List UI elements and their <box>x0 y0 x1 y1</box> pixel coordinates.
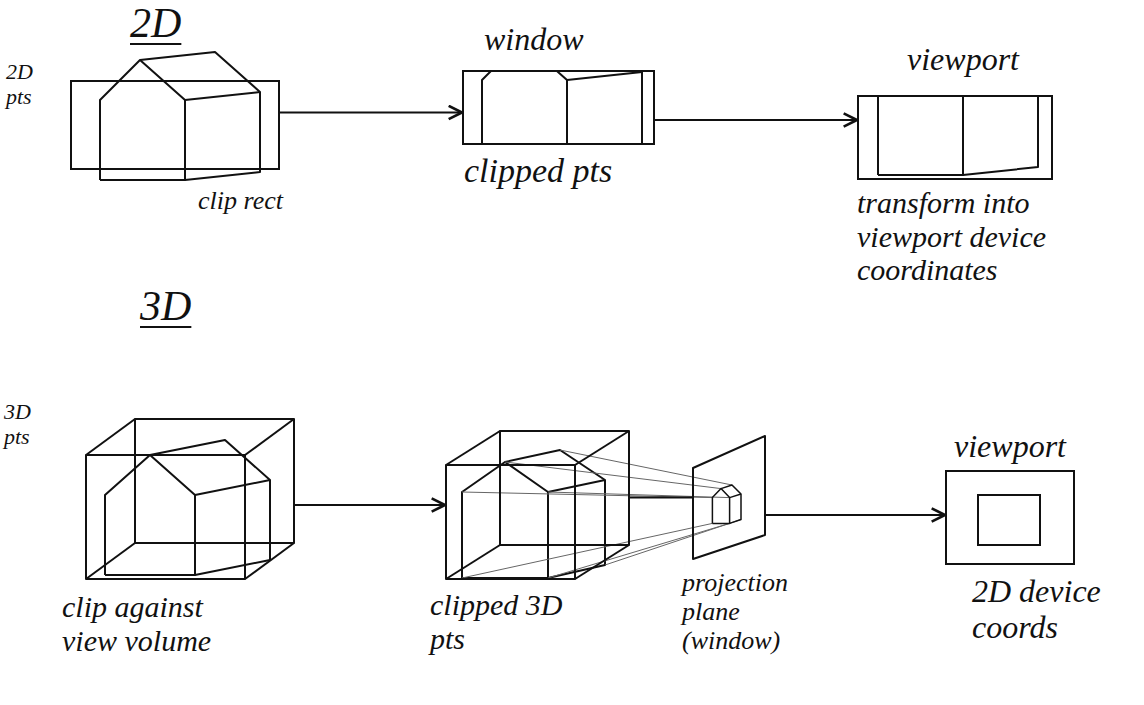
outline-strokes <box>86 419 294 579</box>
box-edge <box>245 543 294 579</box>
box-edge <box>86 419 135 455</box>
stage-label: 3D pts <box>4 400 60 449</box>
box-edge <box>86 543 135 579</box>
clipped-volume-box: clipped 3D pts <box>445 430 630 580</box>
box-outline <box>85 418 295 580</box>
box-edge <box>575 545 629 579</box>
house-eave <box>548 480 605 492</box>
flow-arrow <box>280 112 462 114</box>
stage-label: window <box>484 22 644 58</box>
flow-arrow <box>766 514 945 516</box>
view-volume-box: 3D ptsclip against view volume <box>85 418 295 580</box>
clipped-house-sketch <box>482 70 642 145</box>
stage-label: transform into viewport device coordinat… <box>857 186 1140 287</box>
window-rectangle: windowclipped pts <box>462 70 655 145</box>
box-back-face <box>135 419 294 543</box>
viewport-rectangle: viewport2D device coords <box>945 470 1075 565</box>
stage-label: projection plane (window) <box>682 568 812 655</box>
viewport-house-sketch <box>878 95 1038 175</box>
box-edge <box>446 431 500 465</box>
stage-label: 2D pts <box>6 60 62 109</box>
stage-label: 2D device coords <box>972 574 1140 646</box>
outline-strokes <box>693 436 765 559</box>
box-edge <box>575 431 629 465</box>
projector-lines <box>462 450 741 578</box>
house-front <box>105 455 195 575</box>
viewport-image-square <box>978 495 1040 545</box>
house-eave <box>730 494 741 498</box>
projector-line <box>560 450 732 485</box>
stage-label: viewport <box>907 42 1087 78</box>
plane-outline <box>692 435 766 560</box>
box-front-face <box>446 465 575 579</box>
plane-parallelogram <box>693 436 765 559</box>
projector-line <box>605 520 741 566</box>
flow-arrow <box>655 119 857 121</box>
box-back-face <box>500 431 629 545</box>
box-edge <box>245 419 294 455</box>
house-sketch <box>482 70 642 145</box>
flow-arrow <box>295 504 445 506</box>
projected-house-sketch <box>712 485 741 523</box>
viewport-rectangle: viewporttransform into viewport device c… <box>857 95 1053 180</box>
box-edge <box>446 545 500 579</box>
house-sketch <box>878 95 1038 175</box>
house-side <box>505 450 605 578</box>
stage-label: clip rect <box>198 186 288 215</box>
section-heading: 3D <box>140 283 191 329</box>
house-front <box>712 489 729 524</box>
box-outline <box>445 430 630 580</box>
house-sketch <box>100 52 260 180</box>
outline-strokes <box>446 431 629 579</box>
projection-line <box>630 497 692 499</box>
house-side <box>721 485 741 523</box>
clipped-house-3d-sketch <box>462 450 605 578</box>
house-side <box>150 440 270 575</box>
house-eave <box>195 480 270 495</box>
stage-label: clipped 3D pts <box>430 588 595 655</box>
section-heading: 2D <box>130 0 181 46</box>
box-front-face <box>86 455 245 579</box>
stage-label: clip against view volume <box>62 590 262 657</box>
projection-plane: projection plane (window) <box>692 435 766 560</box>
stage-label: viewport <box>954 429 1124 465</box>
stage-label: clipped pts <box>464 152 704 190</box>
clip-rectangle: 2D ptsclip rect <box>70 80 280 170</box>
